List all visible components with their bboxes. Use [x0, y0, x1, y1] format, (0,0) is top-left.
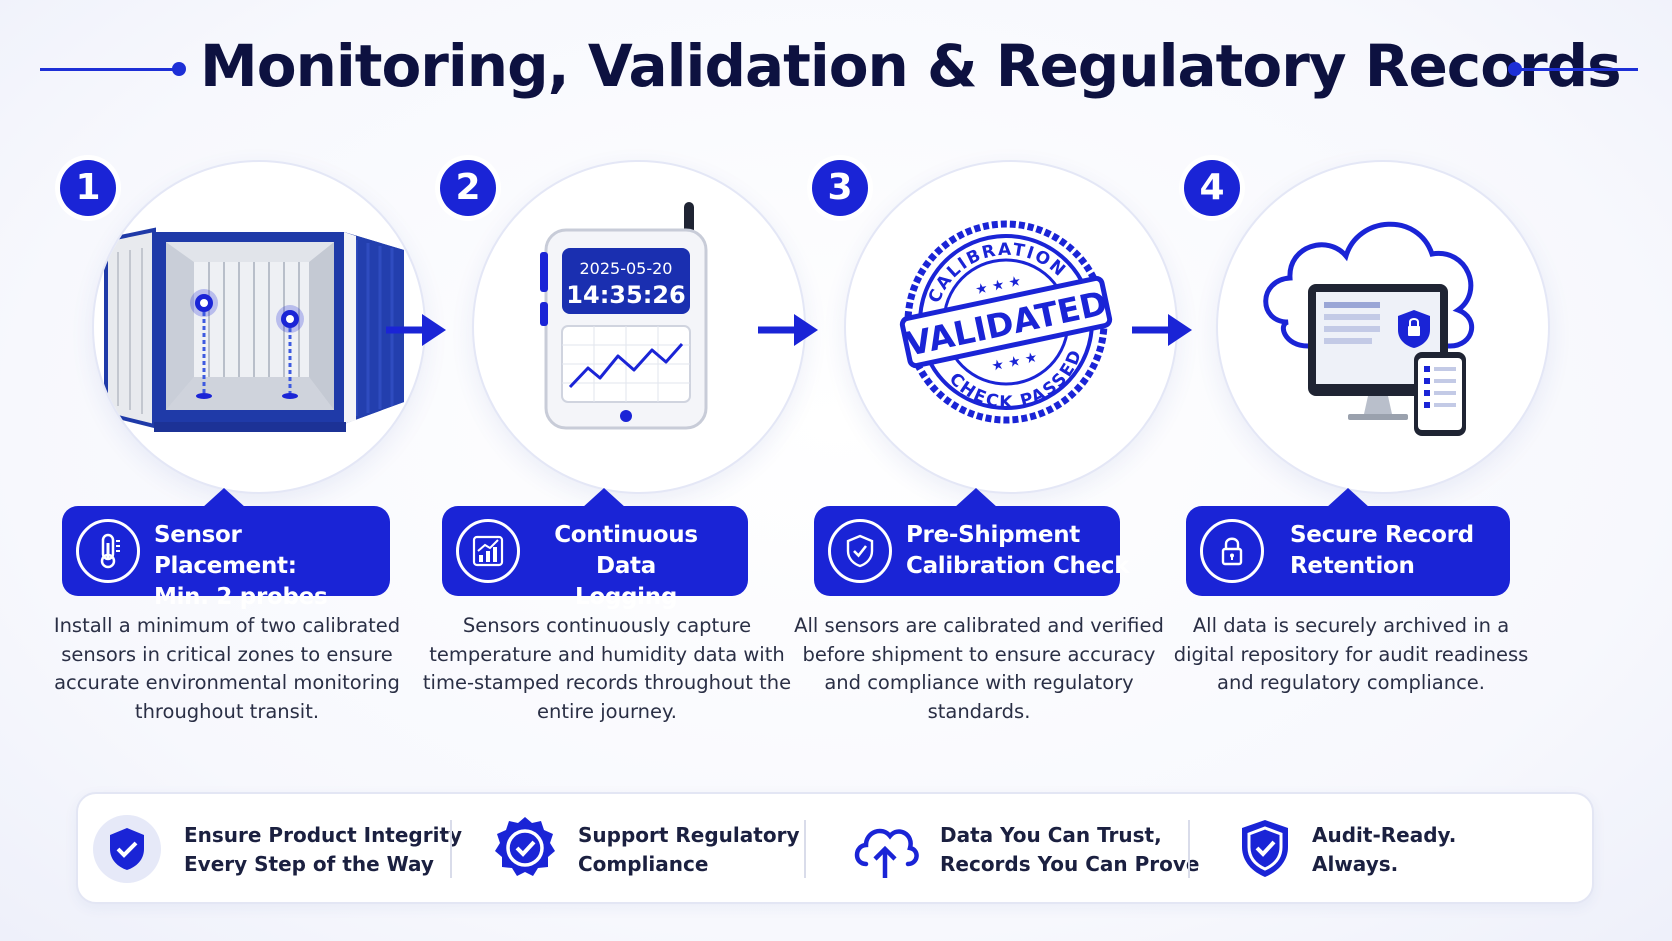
benefit-divider — [804, 820, 806, 878]
benefit-2-line2: Compliance — [578, 852, 709, 876]
step-3-number: 3 — [812, 160, 868, 216]
thermometer-icon — [76, 519, 140, 583]
step-4-number: 4 — [1184, 160, 1240, 216]
benefits-band: Ensure Product Integrity Every Step of t… — [76, 792, 1594, 904]
benefit-1-text: Ensure Product Integrity Every Step of t… — [184, 821, 462, 879]
cloud-monitor-illustration — [1263, 221, 1475, 436]
step-3-illustration-circle: CALIBRATION CHECK PASSED ★ ★ ★ ★ ★ ★ VAL… — [844, 160, 1178, 494]
step-1-title-line1: Sensor Placement: — [154, 522, 297, 579]
step-2-title-line1: Continuous — [554, 522, 698, 548]
step-2-number: 2 — [440, 160, 496, 216]
step-2-title-line2: Data Logging — [574, 553, 677, 610]
step-3-title-line2: Calibration Check — [906, 553, 1130, 579]
title-dot-right — [1508, 62, 1522, 76]
step-2-label-pill: Continuous Data Logging — [442, 488, 748, 610]
step-1: 1 Sensor Placement: Min. 2 probes Instal… — [54, 150, 426, 750]
step-2-description: Sensors continuously capture temperature… — [422, 614, 792, 723]
shipping-container-illustration — [104, 227, 404, 432]
benefit-3-line1: Data You Can Trust, — [940, 823, 1162, 847]
step-4-title: Secure Record Retention — [1290, 520, 1520, 582]
stamp-stars-bottom: ★ ★ ★ — [990, 349, 1039, 374]
step-1-title-line2: Min. 2 probes — [154, 584, 328, 610]
step-3-title-line1: Pre-Shipment — [906, 522, 1080, 548]
step-2-title: Continuous Data Logging — [546, 520, 706, 613]
arrow-right-icon — [1132, 314, 1192, 346]
step-3-label-pill: Pre-Shipment Calibration Check — [814, 488, 1130, 596]
step-4-title-line2: Retention — [1290, 553, 1415, 579]
step-4-description: All data is securely archived in a digit… — [1173, 614, 1529, 694]
logger-time: 14:35:26 — [566, 281, 685, 309]
lock-icon — [1200, 519, 1264, 583]
benefit-4-line2: Always. — [1312, 852, 1399, 876]
benefit-divider — [1188, 820, 1190, 878]
benefit-2-line1: Support Regulatory — [578, 823, 800, 847]
benefit-4-text: Audit-Ready. Always. — [1312, 821, 1456, 879]
cloud-upload-icon — [854, 828, 919, 878]
step-4-label-pill: Secure Record Retention — [1186, 488, 1510, 596]
title-dot-left — [172, 62, 186, 76]
page-title: Monitoring, Validation & Regulatory Reco… — [200, 32, 1622, 100]
benefit-3-text: Data You Can Trust, Records You Can Prov… — [940, 821, 1199, 879]
step-1-description: Install a minimum of two calibrated sens… — [53, 614, 401, 723]
shield-check-outline-icon — [1242, 820, 1288, 877]
benefit-1-line1: Ensure Product Integrity — [184, 823, 463, 847]
shield-check-icon — [93, 815, 161, 883]
chart-icon — [456, 519, 520, 583]
benefit-4-line1: Audit-Ready. — [1312, 823, 1457, 847]
benefit-divider — [450, 820, 452, 878]
title-rule-right — [1518, 68, 1638, 71]
benefit-2-text: Support Regulatory Compliance — [578, 821, 799, 879]
validated-stamp-illustration: CALIBRATION CHECK PASSED ★ ★ ★ ★ ★ ★ VAL… — [899, 220, 1113, 426]
step-2-illustration-circle: 2025-05-20 14:35:26 — [472, 160, 806, 494]
arrow-right-icon — [758, 314, 818, 346]
step-2: 2025-05-20 14:35:26 2 Continuous Data Lo… — [423, 150, 806, 750]
badge-check-icon — [495, 817, 555, 876]
step-3-description: All sensors are calibrated and verified … — [794, 614, 1164, 723]
logger-date: 2025-05-20 — [580, 259, 673, 278]
step-3: CALIBRATION CHECK PASSED ★ ★ ★ ★ ★ ★ VAL… — [794, 150, 1178, 750]
benefit-3-line2: Records You Can Prove — [940, 852, 1200, 876]
title-rule-left — [40, 68, 178, 71]
step-1-illustration-circle — [92, 160, 426, 494]
step-1-number: 1 — [60, 160, 116, 216]
step-4: 4 Secure Record Retention All data is se… — [1174, 150, 1550, 750]
step-3-title: Pre-Shipment Calibration Check — [906, 520, 1136, 582]
arrow-right-icon — [386, 314, 446, 346]
data-logger-illustration: 2025-05-20 14:35:26 — [540, 202, 708, 430]
step-4-illustration-circle — [1216, 160, 1550, 494]
shield-check-icon — [828, 519, 892, 583]
step-1-label-pill: Sensor Placement: Min. 2 probes — [62, 488, 390, 610]
step-1-title: Sensor Placement: Min. 2 probes — [154, 520, 384, 613]
title-row: Monitoring, Validation & Regulatory Reco… — [0, 22, 1672, 112]
step-4-title-line1: Secure Record — [1290, 522, 1474, 548]
benefit-1-line2: Every Step of the Way — [184, 852, 434, 876]
